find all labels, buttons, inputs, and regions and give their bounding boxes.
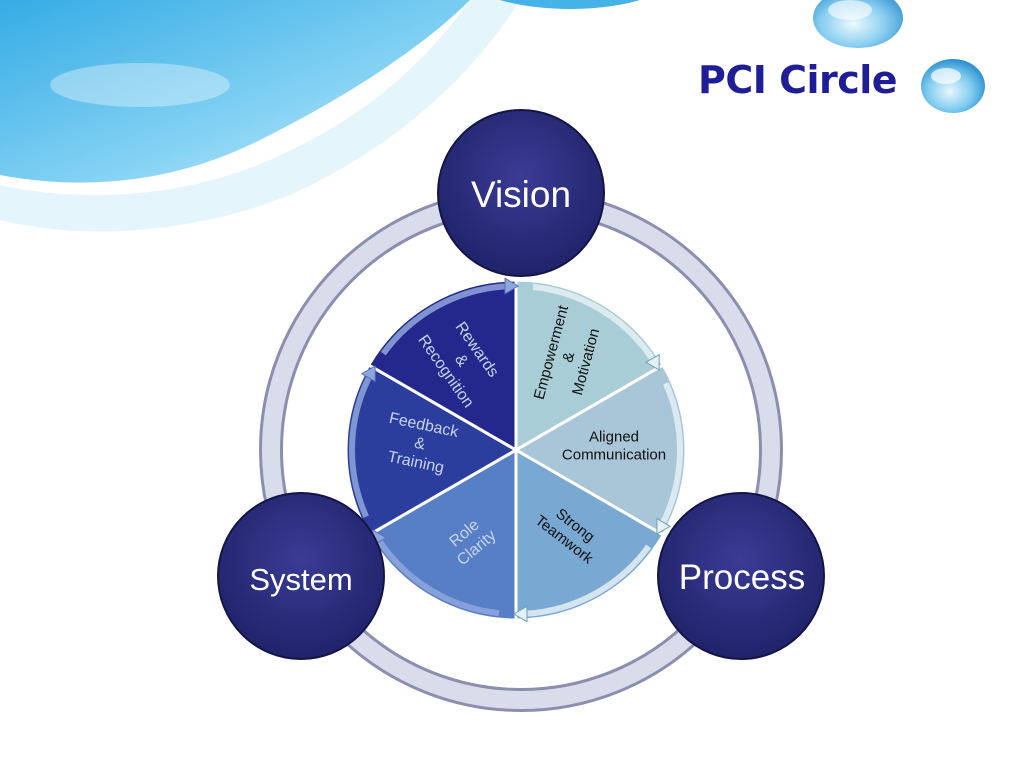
- node-process: Process: [657, 492, 825, 660]
- arrow-arc-teamwork: [527, 544, 652, 617]
- slide-title: PCI Circle: [698, 58, 898, 102]
- segment-label-line: Communication: [562, 446, 666, 463]
- node-process-label: Process: [679, 558, 805, 597]
- segment-label-line: Aligned: [589, 428, 639, 445]
- arrow-arc-empowerment: [532, 283, 655, 360]
- arrow-head-empowerment: [644, 353, 660, 371]
- water-drop-title: [921, 59, 985, 113]
- segment-empowerment: [514, 278, 666, 453]
- water-drop-top: [813, 0, 903, 48]
- segment-teamwork: [514, 447, 666, 622]
- arrow-arc-feedback: [349, 376, 372, 518]
- arrow-arc-rewards: [380, 283, 505, 356]
- arrow-arc-role: [377, 540, 500, 617]
- segment-aligned: [513, 362, 688, 538]
- node-system: System: [217, 492, 385, 660]
- node-system-label: System: [249, 562, 352, 597]
- arrow-head-feedback: [360, 365, 376, 383]
- arrow-head-teamwork: [512, 605, 528, 623]
- segment-rewards: [366, 278, 518, 453]
- segment-label-line: &: [559, 350, 578, 364]
- arrow-head-rewards: [504, 277, 520, 295]
- node-vision: Vision: [437, 109, 605, 277]
- inner-cycle: [344, 278, 688, 622]
- segment-label-line: &: [413, 435, 427, 454]
- background-wave: [0, 0, 640, 232]
- arrow-head-aligned: [656, 517, 672, 535]
- node-vision-label: Vision: [471, 174, 571, 215]
- arrow-arc-aligned: [660, 382, 683, 524]
- cycle-arrows: [349, 277, 683, 623]
